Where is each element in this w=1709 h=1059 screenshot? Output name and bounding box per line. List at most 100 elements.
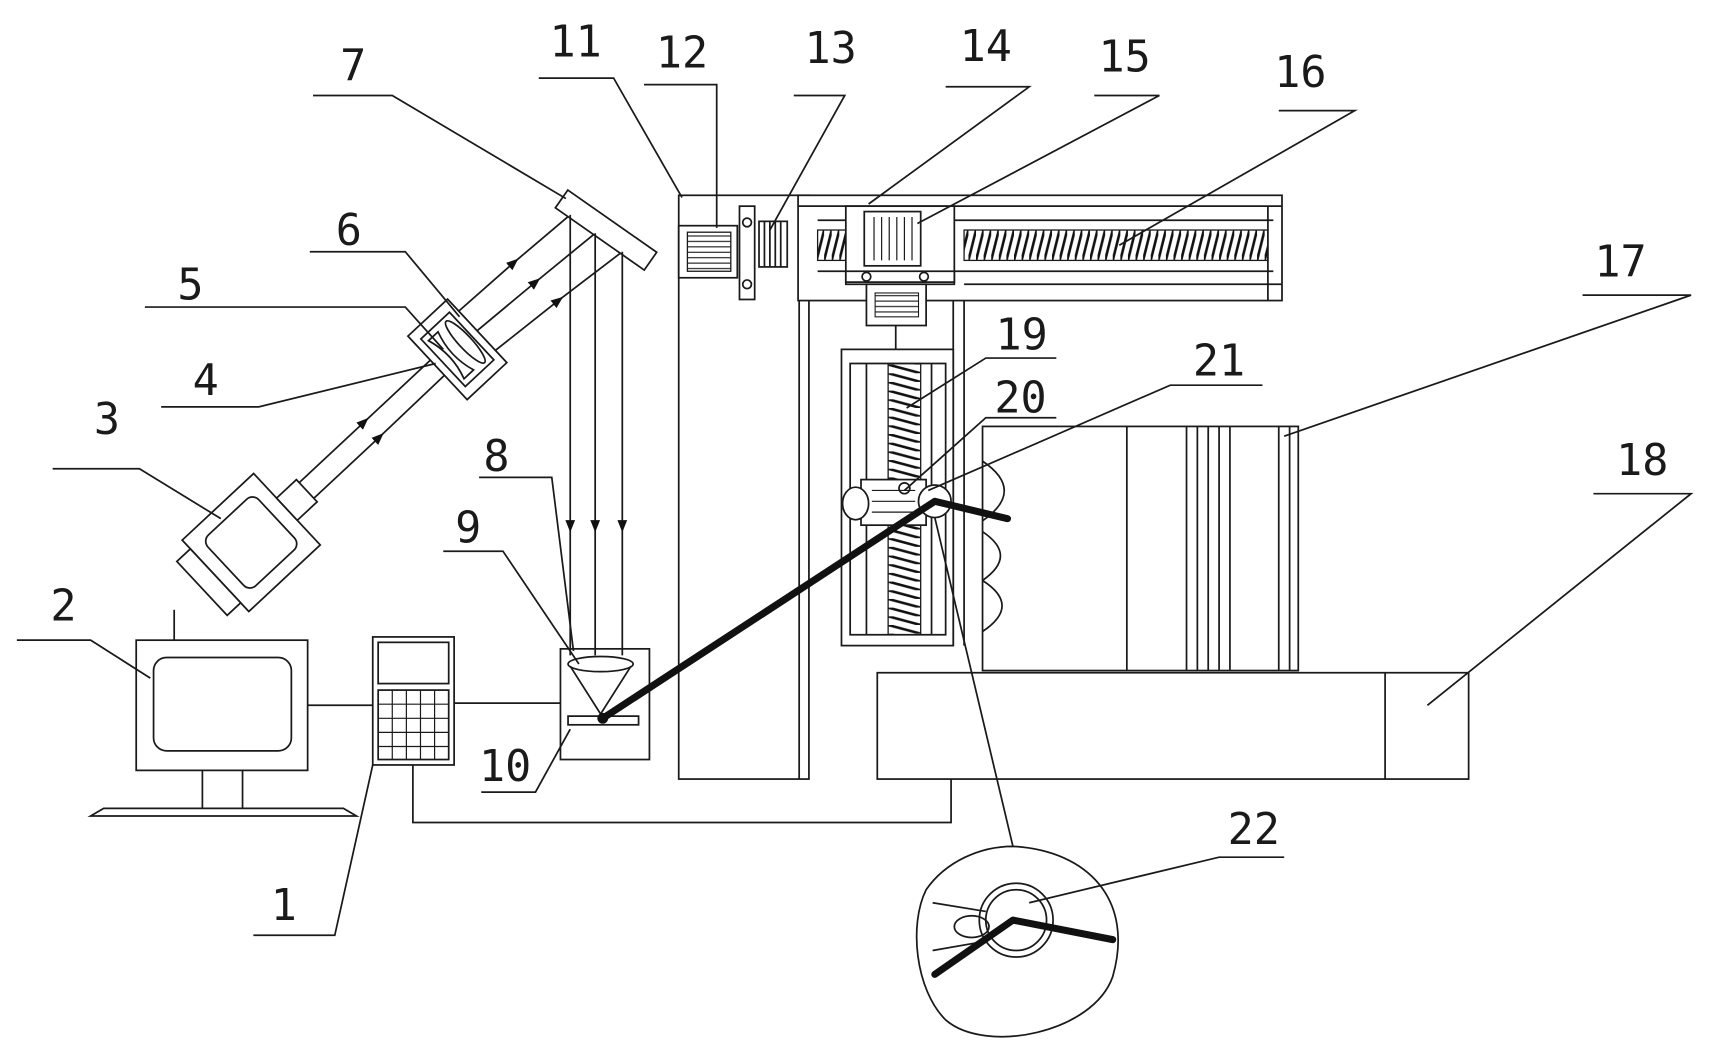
leader-14 <box>868 85 1032 205</box>
laser-window <box>204 496 298 589</box>
coupling <box>758 220 789 268</box>
label-4: 4 <box>193 356 219 406</box>
label-7: 7 <box>340 41 366 91</box>
z-slider-bolt <box>898 481 911 495</box>
label-14: 14 <box>960 22 1012 72</box>
leader-lines <box>16 77 1694 937</box>
label-5: 5 <box>177 260 203 310</box>
detail-rod <box>931 916 1117 978</box>
keypad-grid <box>378 690 449 760</box>
label-22: 22 <box>1228 805 1280 855</box>
label-15: 15 <box>1099 33 1151 83</box>
z-axis-motor-hatching <box>874 292 920 318</box>
x-axis-motor <box>677 205 756 301</box>
detail-view <box>915 845 1119 1038</box>
leader-1 <box>253 764 374 937</box>
controller <box>371 636 455 766</box>
leader-22 <box>1028 856 1285 904</box>
z-slider-block <box>860 478 927 527</box>
leader-17 <box>1283 294 1692 438</box>
rod-tip <box>597 712 609 724</box>
convex-lens <box>444 320 486 364</box>
laser-head <box>175 472 322 617</box>
label-17: 17 <box>1594 238 1646 288</box>
leader-8 <box>479 476 575 652</box>
stage-lines <box>1125 426 1291 671</box>
leader-12 <box>644 83 718 228</box>
leader-20 <box>903 416 1057 492</box>
beam-expanded-3 <box>494 251 623 352</box>
beam-expanded-1 <box>457 214 571 313</box>
label-11: 11 <box>550 17 602 67</box>
leader-6 <box>309 250 461 318</box>
controller-display <box>377 641 450 685</box>
base-body <box>876 671 1470 780</box>
stage-bumps <box>982 460 1006 633</box>
beam-tube-upper <box>298 359 431 484</box>
lead-screw-horizontal <box>963 229 1269 262</box>
chamber-box <box>559 647 651 761</box>
x-slider <box>844 205 956 350</box>
controller-keypad <box>377 689 450 761</box>
z-slider-detail <box>871 489 916 513</box>
cables <box>173 609 952 824</box>
label-20: 20 <box>994 373 1046 423</box>
label-8: 8 <box>483 432 509 482</box>
leader-5 <box>144 306 444 350</box>
leader-10 <box>481 728 571 793</box>
nut-flange <box>844 270 956 283</box>
label-18: 18 <box>1616 436 1668 486</box>
flange-bolt-bottom <box>741 279 753 290</box>
coupling-body <box>758 220 789 268</box>
leader-19 <box>906 357 1057 409</box>
label-2: 2 <box>50 582 76 632</box>
flange-bolt-top <box>741 217 753 228</box>
label-19: 19 <box>995 310 1047 360</box>
leader-4 <box>161 362 436 408</box>
laser-neck <box>275 478 319 522</box>
concave-lens <box>427 330 476 381</box>
cable-controller-stage <box>412 764 952 824</box>
coupling-spring <box>763 221 782 267</box>
detail-hole <box>953 914 990 939</box>
monitor-screen <box>152 656 293 752</box>
leader-3 <box>52 467 222 520</box>
label-1: 1 <box>271 881 297 931</box>
motor-hatching <box>686 231 732 272</box>
leader-2 <box>16 639 151 679</box>
leader-9 <box>443 550 580 665</box>
focusing-lens <box>567 655 635 673</box>
laser-mount <box>175 547 242 617</box>
leader-11 <box>538 77 683 198</box>
reflecting-mirror <box>554 188 658 272</box>
label-6: 6 <box>336 206 362 256</box>
leader-15 <box>917 94 1160 225</box>
motor-flange <box>738 205 756 301</box>
leader-21 <box>927 384 1263 492</box>
screw-nut-ribs <box>873 217 913 261</box>
processing-chamber <box>559 647 651 761</box>
detail-connector <box>933 517 1014 847</box>
controller-body <box>371 636 455 766</box>
nut-bolt-left <box>861 271 872 282</box>
label-10: 10 <box>479 742 531 792</box>
leader-13 <box>769 94 847 231</box>
fiber-rod <box>599 497 1012 722</box>
detail-ring-outer <box>978 882 1054 958</box>
lens-housing-inner <box>419 311 496 388</box>
lead-screw-left <box>816 229 849 262</box>
callout-labels: 1 2 3 4 5 6 7 8 9 10 11 12 13 14 15 16 1… <box>50 17 1668 931</box>
label-13: 13 <box>805 24 857 74</box>
monitor-base <box>87 807 360 817</box>
beam-tube-lower <box>313 374 445 499</box>
workpiece-stage <box>981 425 1300 672</box>
leader-7 <box>313 94 567 200</box>
label-12: 12 <box>656 28 708 78</box>
nut-bolt-right <box>918 271 930 282</box>
beam-expanded-2 <box>476 232 596 332</box>
frame-column <box>677 194 810 780</box>
stage-body <box>981 425 1300 672</box>
leader-16 <box>1118 109 1358 246</box>
label-21: 21 <box>1193 336 1245 386</box>
